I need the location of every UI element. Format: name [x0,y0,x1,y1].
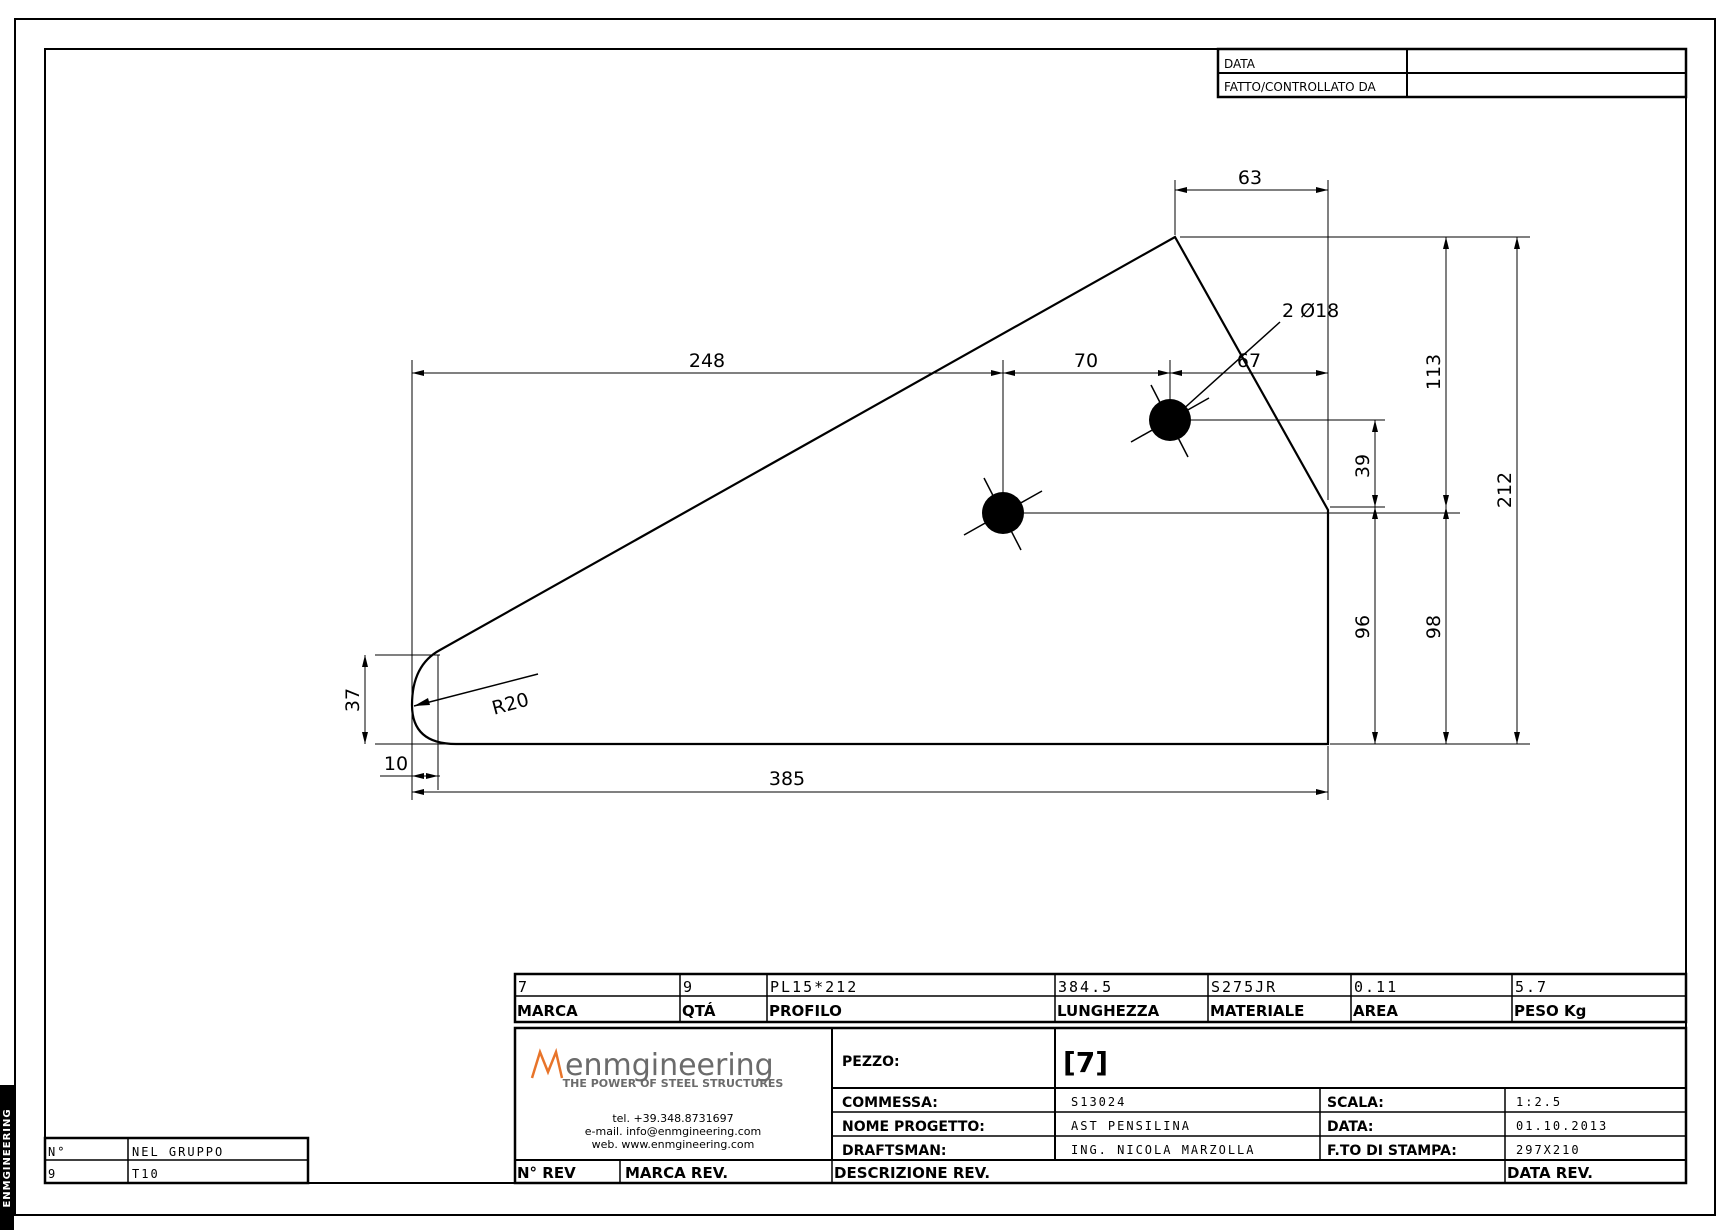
checked-by-label: FATTO/CONTROLLATO DA [1224,80,1376,94]
data-label: DATA [1224,57,1256,71]
peso-label: PESO Kg [1514,1002,1586,1020]
lunghezza-label: LUNGHEZZA [1057,1002,1160,1020]
logo-mark-icon [530,1047,564,1079]
title-block: PEZZO: [7] COMMESSA: NOME PROGETTO: DRAF… [513,1026,1688,1185]
stampa-label: F.TO DI STAMPA: [1327,1143,1457,1159]
dim-67: 67 [1237,350,1261,372]
logo-tagline: THE POWER OF STEEL STRUCTURES [563,1077,784,1090]
area-label: AREA [1353,1002,1398,1020]
draftsman-value: ING. NICOLA MARZOLLA [1071,1143,1256,1157]
materiale-label: MATERIALE [1210,1002,1304,1020]
group-n-value: 9 [48,1167,57,1181]
pezzo-value: [7] [1063,1046,1108,1079]
qta-value: 9 [683,978,694,996]
commessa-value: S13024 [1071,1095,1126,1109]
dim-113: 113 [1423,354,1445,390]
commessa-label: COMMESSA: [842,1095,938,1111]
side-brand-bar [0,1085,14,1230]
group-n-label: N° [48,1145,66,1159]
plate-outline [410,235,1330,746]
dimension-texts: 63 248 70 67 2 Ø18 385 10 R20 113 212 39… [342,167,1516,790]
stampa-value: 297X210 [1516,1143,1581,1157]
qta-label: QTÁ [682,1001,716,1020]
dim-39: 39 [1352,454,1374,478]
dim-10: 10 [384,753,408,775]
scala-value: 1:2.5 [1516,1095,1562,1109]
dim-98: 98 [1423,615,1445,639]
draftsman-label: DRAFTSMAN: [842,1143,947,1159]
company-email: e-mail. info@enmgineering.com [585,1125,761,1138]
lunghezza-value: 384.5 [1058,978,1113,996]
company-logo: enmgineering THE POWER OF STEEL STRUCTUR… [530,1047,784,1151]
scala-label: SCALA: [1327,1095,1384,1111]
radius-label: R20 [490,689,532,720]
materiale-value: S275JR [1211,978,1277,996]
peso-value: 5.7 [1515,978,1548,996]
dim-385: 385 [769,768,805,790]
hole-1 [963,477,1043,551]
marca-rev-label: MARCA REV. [625,1164,728,1182]
data-rev-label: DATA REV. [1507,1164,1593,1182]
group-box: N° NEL GRUPPO 9 T10 [43,1136,310,1185]
data-label-tb: DATA: [1327,1119,1374,1135]
logo-text: enmgineering [565,1048,774,1083]
marca-label: MARCA [517,1002,578,1020]
dim-96: 96 [1352,615,1374,639]
progetto-label: NOME PROGETTO: [842,1119,985,1135]
side-brand-text: ENMGINEERING [2,1108,13,1207]
descrizione-rev-label: DESCRIZIONE REV. [834,1164,990,1182]
profilo-value: PL15*212 [770,978,858,996]
group-gruppo-label: NEL GRUPPO [132,1145,224,1159]
dim-70: 70 [1074,350,1098,372]
dim-248: 248 [689,350,725,372]
holes-callout: 2 Ø18 [1282,300,1339,322]
group-gruppo-value: T10 [132,1167,160,1181]
dim-63: 63 [1238,167,1262,189]
nrev-label: N° REV [517,1164,576,1182]
area-value: 0.11 [1354,978,1398,996]
header-box: DATA FATTO/CONTROLLATO DA [1216,47,1688,99]
pezzo-label: PEZZO: [842,1054,900,1070]
data-value-tb: 01.10.2013 [1516,1119,1608,1133]
dim-37: 37 [342,688,364,712]
outer-frame [14,18,1716,1216]
piece-info-row: 7 9 PL15*212 384.5 S275JR 0.11 5.7 MARCA… [513,972,1688,1024]
dim-212: 212 [1494,472,1516,508]
company-web: web. www.enmgineering.com [592,1138,755,1151]
company-tel: tel. +39.348.8731697 [612,1112,733,1125]
dimension-lines [364,180,1530,800]
progetto-value: AST PENSILINA [1071,1119,1191,1133]
arrowheads [362,187,1520,795]
profilo-label: PROFILO [769,1002,842,1020]
marca-value: 7 [518,978,529,996]
